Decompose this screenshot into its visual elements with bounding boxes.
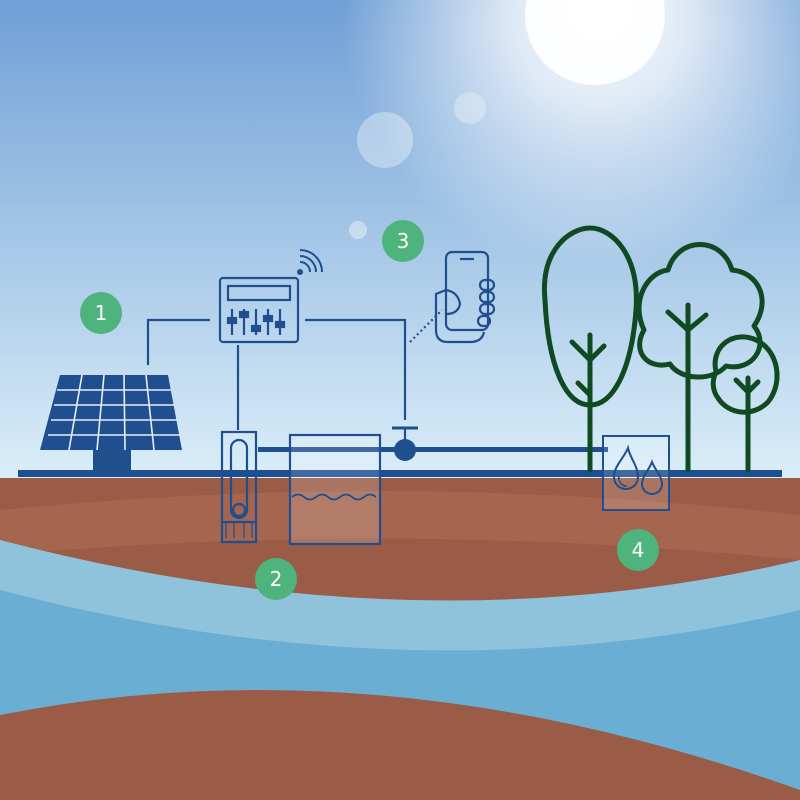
marker-badge-3[interactable]: 3 (382, 220, 424, 262)
marker-label: 1 (95, 301, 108, 325)
lens-flare (349, 221, 367, 239)
marker-badge-1[interactable]: 1 (80, 292, 122, 334)
sun-glow (340, 0, 800, 270)
smartphone-icon (434, 250, 496, 344)
valve-icon (392, 426, 418, 461)
supply-pipe-upper (258, 447, 608, 452)
wiring (146, 309, 443, 430)
water-tank-icon (288, 433, 382, 546)
controller-icon (218, 276, 300, 344)
wifi-icon (297, 249, 323, 275)
soil-stripe (0, 491, 800, 560)
main-pipe (18, 470, 782, 477)
moisture-sensor-icon (602, 435, 670, 511)
lens-flare (357, 112, 413, 168)
marker-badge-2[interactable]: 2 (255, 558, 297, 600)
marker-label: 4 (632, 538, 645, 562)
marker-badge-4[interactable]: 4 (617, 529, 659, 571)
lens-flare (454, 92, 486, 124)
marker-label: 2 (270, 567, 283, 591)
marker-label: 3 (397, 229, 410, 253)
sun-core (525, 0, 665, 85)
tree-icon (541, 225, 780, 473)
pump-icon (220, 430, 258, 544)
solar-panel-icon (40, 374, 182, 470)
bedrock-soil (0, 690, 800, 800)
